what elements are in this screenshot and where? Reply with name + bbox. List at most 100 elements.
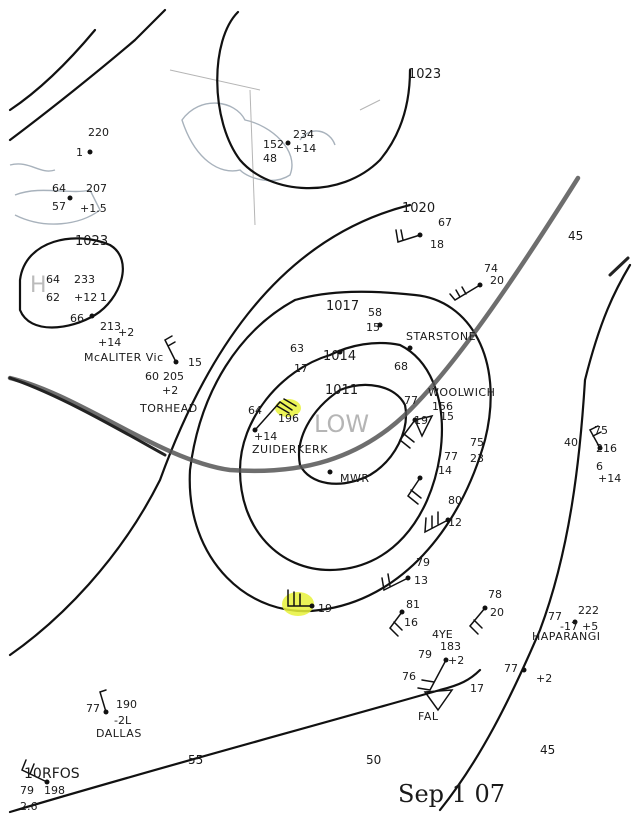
svg-text:+12: +12 (74, 291, 97, 304)
isobar-1017 (188, 290, 492, 613)
svg-text:207: 207 (86, 182, 107, 195)
svg-text:81: 81 (406, 598, 420, 611)
station-starstone: STARSTONE (406, 330, 476, 343)
obs-zuiderkerk: 64 196 +14 (248, 404, 299, 443)
isobar-label-1020: 1020 (402, 201, 435, 216)
svg-text:40: 40 (564, 436, 578, 449)
svg-text:15: 15 (188, 356, 202, 369)
obs-mcaliter: 15 60 205 +2 (145, 356, 202, 397)
isobar-1014 (238, 341, 443, 572)
svg-text:48: 48 (263, 152, 277, 165)
svg-text:19: 19 (414, 414, 428, 427)
obs-4ye: 4YE 183 79 +2 (418, 628, 464, 667)
isobar-labels: 1023 1020 1023 1017 1014 1011 (75, 67, 441, 398)
obs-79: 79 13 (414, 556, 430, 587)
obs-sw-corner: 10 RFOS 79 198 2.6 (20, 766, 80, 813)
svg-text:76: 76 (402, 670, 416, 683)
svg-text:62: 62 (46, 291, 60, 304)
map-date: Sep 1 07 (398, 780, 505, 808)
isobar-east (438, 263, 632, 812)
front-west-segment (8, 376, 167, 457)
station-mcaliter: McALITER Vic (84, 351, 164, 364)
isobars (8, 8, 632, 814)
svg-text:220: 220 (88, 126, 109, 139)
isobar-label-1023-north: 1023 (408, 67, 441, 82)
svg-text:13: 13 (414, 574, 428, 587)
isobar-1023-north (216, 10, 412, 190)
svg-text:+14: +14 (293, 142, 316, 155)
svg-text:79: 79 (20, 784, 34, 797)
svg-text:222: 222 (578, 604, 599, 617)
svg-text:152: 152 (263, 138, 284, 151)
isobar-north-west (8, 8, 167, 142)
lon-label-45-ne: 45 (568, 229, 583, 243)
obs-north: 152 234 48 +14 (263, 128, 316, 165)
isobar-label-1017: 1017 (326, 299, 359, 314)
station-names: McALITER Vic TORHEAD ZUIDERKERK MWR STAR… (84, 330, 600, 740)
obs-80: 80 12 (448, 494, 462, 529)
obs-starstone-e: 74 20 (484, 262, 504, 287)
svg-text:20: 20 (490, 274, 504, 287)
isobar-1020 (8, 203, 412, 657)
svg-text:+2: +2 (536, 672, 552, 685)
svg-text:77: 77 (504, 662, 518, 675)
svg-text:-17: -17 (560, 620, 578, 633)
obs-starstone-w: 58 15 (366, 306, 382, 334)
svg-text:+14: +14 (98, 336, 121, 349)
highlights (275, 399, 314, 616)
isobar-north-west-2 (8, 28, 97, 112)
svg-text:4YE: 4YE (432, 628, 453, 641)
svg-text:+2: +2 (118, 326, 134, 339)
fronts (7, 175, 630, 474)
background-coastlines (9, 102, 336, 225)
svg-text:68: 68 (394, 360, 408, 373)
svg-text:67: 67 (438, 216, 452, 229)
station-dallas: DALLAS (96, 727, 142, 740)
svg-text:58: 58 (368, 306, 382, 319)
svg-text:RFOS: RFOS (42, 766, 80, 782)
svg-text:+2: +2 (448, 654, 464, 667)
station-fal: FAL (418, 710, 439, 723)
obs-dallas: 77 190 -2L (86, 698, 137, 727)
svg-text:74: 74 (484, 262, 498, 275)
svg-text:+14: +14 (254, 430, 277, 443)
svg-text:10: 10 (24, 766, 42, 782)
svg-text:79: 79 (416, 556, 430, 569)
svg-text:77: 77 (548, 610, 562, 623)
obs-woolwich-2: 75 77 14 23 (438, 436, 484, 477)
station-mwr: MWR (340, 472, 370, 485)
station-plots (21, 140, 603, 785)
svg-text:77: 77 (404, 394, 418, 407)
svg-text:156: 156 (432, 400, 453, 413)
obs-1020: 67 18 (430, 216, 452, 251)
svg-text:60: 60 (145, 370, 159, 383)
svg-text:57: 57 (52, 200, 66, 213)
svg-text:64: 64 (52, 182, 66, 195)
front-main (7, 175, 581, 474)
svg-text:+14: +14 (598, 472, 621, 485)
obs-77-east: 77 +2 (504, 662, 552, 685)
svg-text:77: 77 (86, 702, 100, 715)
svg-text:6: 6 (596, 460, 603, 473)
svg-text:-2L: -2L (114, 714, 132, 727)
lon-label-50: 50 (366, 753, 381, 767)
svg-text:190: 190 (116, 698, 137, 711)
high-center-label: H (30, 273, 47, 298)
svg-text:15: 15 (440, 410, 454, 423)
lon-label-45-se: 45 (540, 743, 555, 757)
observation-clusters: 220 1 64 207 57 +1.5 152 234 48 +14 64 2… (20, 126, 621, 813)
svg-text:198: 198 (44, 784, 65, 797)
isobar-1011 (297, 383, 408, 485)
svg-text:216: 216 (596, 442, 617, 455)
obs-west-high: 64 233 62 +12 1 (46, 273, 107, 304)
svg-text:78: 78 (488, 588, 502, 601)
svg-text:205: 205 (163, 370, 184, 383)
svg-text:+1.5: +1.5 (80, 202, 107, 215)
svg-text:17: 17 (294, 362, 308, 375)
isobar-label-1011: 1011 (325, 383, 358, 398)
svg-text:64: 64 (248, 404, 262, 417)
svg-text:64: 64 (46, 273, 60, 286)
svg-text:+2: +2 (162, 384, 178, 397)
station-woolwich: WOOLWICH (428, 386, 495, 399)
svg-text:+5: +5 (582, 620, 598, 633)
